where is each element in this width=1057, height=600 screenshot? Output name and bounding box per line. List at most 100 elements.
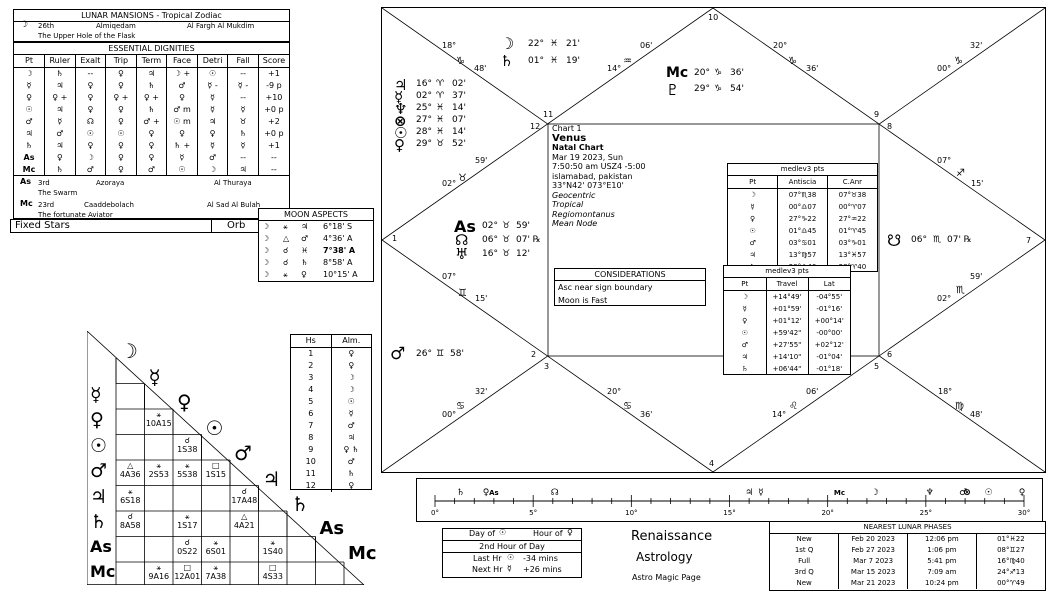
cusp-sign-glyph: ♒ bbox=[623, 56, 632, 67]
almuten-row: 7♂ bbox=[291, 420, 371, 432]
aspect-value: 1S17 bbox=[177, 521, 198, 530]
travel-header-cell: Lat bbox=[808, 278, 850, 291]
aspect-value: 4A21 bbox=[233, 521, 255, 530]
dignities-cell: ☉ bbox=[105, 128, 137, 140]
dignities-header-cell: Face bbox=[166, 55, 198, 68]
dignities-cell: ♀ bbox=[136, 152, 168, 164]
dignities-cell: +2 bbox=[268, 117, 280, 126]
antiscia-cell: 27°♒22 bbox=[838, 215, 867, 223]
aspect-symbol: ⚹ bbox=[213, 537, 219, 547]
planet-sign: ♏ bbox=[933, 235, 942, 245]
aspect-orb: 10°15' A bbox=[323, 270, 358, 279]
planet-minute: 12' bbox=[516, 249, 530, 259]
dignities-cell: ♀ bbox=[105, 152, 137, 164]
aspect-value: 1S40 bbox=[262, 546, 283, 556]
moon-mansion-num: 26th bbox=[38, 22, 55, 30]
dignities-cell: ☿ bbox=[44, 116, 76, 128]
aspect-symbol: ☌ bbox=[241, 486, 247, 496]
lunar-phase-cell: 7:09 am bbox=[907, 567, 977, 578]
planet-sign: ♑ bbox=[714, 84, 723, 94]
moon-aspect-row: ☽☌♄8°58' A bbox=[259, 257, 373, 269]
aspect-grid-planet-label: ☉ bbox=[205, 415, 224, 440]
dignities-point-cell: As bbox=[14, 152, 46, 164]
dignities-row: ♄♃♀♀♀♄ +☿☿+1 bbox=[14, 140, 289, 152]
aspect-grid-planet-label: ☽ bbox=[120, 339, 138, 363]
chart-info-line: islamabad, pakistan bbox=[552, 171, 633, 181]
considerations-title: CONSIDERATIONS bbox=[555, 269, 705, 281]
antiscia-cell: 07°♉38 bbox=[838, 191, 867, 199]
planet-sign: ♑ bbox=[714, 68, 723, 78]
aspect-symbol: ⚹ bbox=[156, 461, 162, 470]
aspect-orb: 4°36' A bbox=[323, 234, 353, 243]
timeline-planet-glyph: ♆ bbox=[926, 488, 934, 498]
dignities-cell: ☽ bbox=[197, 164, 229, 176]
dignities-row: ♀♀ +♀♀ +♀ +♀☿--+10 bbox=[14, 92, 289, 104]
aspect-orb: 7°38' A bbox=[323, 246, 356, 255]
house-number-12: 12 bbox=[530, 122, 541, 131]
lunar-mansions-title: LUNAR MANSIONS - Tropical Zodiac bbox=[14, 10, 289, 22]
aspect-value: 1S38 bbox=[177, 444, 198, 454]
dignities-cell: ☿ bbox=[227, 140, 259, 152]
dignities-cell: ♄ bbox=[44, 67, 76, 80]
dignities-cell: ♀ bbox=[197, 128, 229, 140]
last-hour-label: Last Hr bbox=[473, 554, 502, 563]
timeline-planet-glyph: ♄ bbox=[456, 488, 464, 498]
aspect-grid-row-label: ♃ bbox=[90, 485, 108, 508]
planet-minute: 02' bbox=[452, 79, 466, 89]
planet-minute: 21' bbox=[566, 39, 580, 49]
aspect-value: 17A48 bbox=[231, 495, 258, 505]
house-number-4: 4 bbox=[709, 459, 715, 468]
cusp-label: 36' bbox=[640, 410, 653, 419]
mc-mansion-name: Caaddebolach bbox=[84, 201, 134, 209]
almuten-row: 11♄ bbox=[291, 468, 371, 480]
planet-row: ♀29°♉52' bbox=[390, 136, 480, 154]
planet-minute: 19' bbox=[566, 56, 580, 66]
dignities-row: ☿♃♀♀♄♂☿ -☿ --9 p bbox=[14, 80, 289, 92]
aspect-symbol: ☌ bbox=[184, 435, 190, 445]
planet-row: ☿02°♈37' bbox=[390, 88, 480, 106]
asc-mansion-num: 3rd bbox=[38, 179, 50, 187]
antiscia-cell: 13°♍57 bbox=[777, 249, 828, 261]
dignities-cell: ♀ bbox=[75, 104, 107, 116]
planet-row: ♃16°♈02' bbox=[390, 76, 480, 94]
dignities-cell: ♀ + bbox=[105, 92, 137, 104]
aspect-cell: △4A36 bbox=[116, 461, 145, 479]
moon-aspect-row: ☽⚹♃6°18' S bbox=[259, 221, 373, 233]
dignities-row: ☉♃♀♀♄♂ m☿☿+0 p bbox=[14, 104, 289, 116]
planet-sign: ♈ bbox=[436, 91, 445, 101]
cusp-label: 18° bbox=[938, 387, 953, 396]
aspect-orb: 6°18' S bbox=[323, 222, 353, 231]
jupiter-icon: ♃ bbox=[394, 76, 408, 94]
dignities-cell: +1 bbox=[268, 69, 280, 78]
sun-icon: ☉ bbox=[499, 528, 507, 537]
planet-minute: 58' bbox=[450, 349, 464, 359]
planet-degree: 20° bbox=[694, 68, 710, 78]
brand-name-line1: Renaissance bbox=[631, 529, 713, 544]
dignities-cell: ♄ bbox=[44, 164, 76, 176]
mc-mansion-num: 23rd bbox=[38, 201, 55, 209]
timeline-ruler: 0°5°10°15°20°25°30°♄♀As☊♃☿Mc☽♆♂⊗☉♀ bbox=[431, 488, 1030, 517]
almuten-cell: 2 bbox=[291, 360, 332, 372]
almuten-row: 9♀ ♄ bbox=[291, 444, 371, 456]
timeline-planet-glyph: Mc bbox=[834, 489, 845, 497]
planet-group-top: ☽ 22° ♓ 21' ♄ 01° ♓ 19' bbox=[500, 34, 590, 72]
aspect-symbol: ☌ bbox=[127, 512, 133, 521]
lunar-phase-cell: Mar 21 2023 bbox=[838, 578, 908, 589]
asc-mansion-name: Azoraya bbox=[96, 179, 125, 187]
cusp-sign-glyph: ♉ bbox=[458, 173, 467, 184]
cusp-sign-glyph: ♋ bbox=[456, 401, 465, 412]
almuten-cell: ♄ bbox=[347, 469, 355, 478]
moon-icon: ☽ bbox=[262, 234, 270, 243]
dignities-row: ♃♂☉☉♀♀♀♄+0 p bbox=[14, 128, 289, 140]
aspect-value: 5S38 bbox=[177, 470, 198, 479]
dignities-cell: -9 p bbox=[266, 81, 282, 90]
almuten-cell: 4 bbox=[291, 384, 332, 396]
cusp-sign-glyph: ♐ bbox=[956, 168, 965, 179]
planet-minute: 07' ℞ bbox=[516, 235, 541, 245]
asc-mansion-arabic: Al Thuraya bbox=[214, 179, 252, 187]
